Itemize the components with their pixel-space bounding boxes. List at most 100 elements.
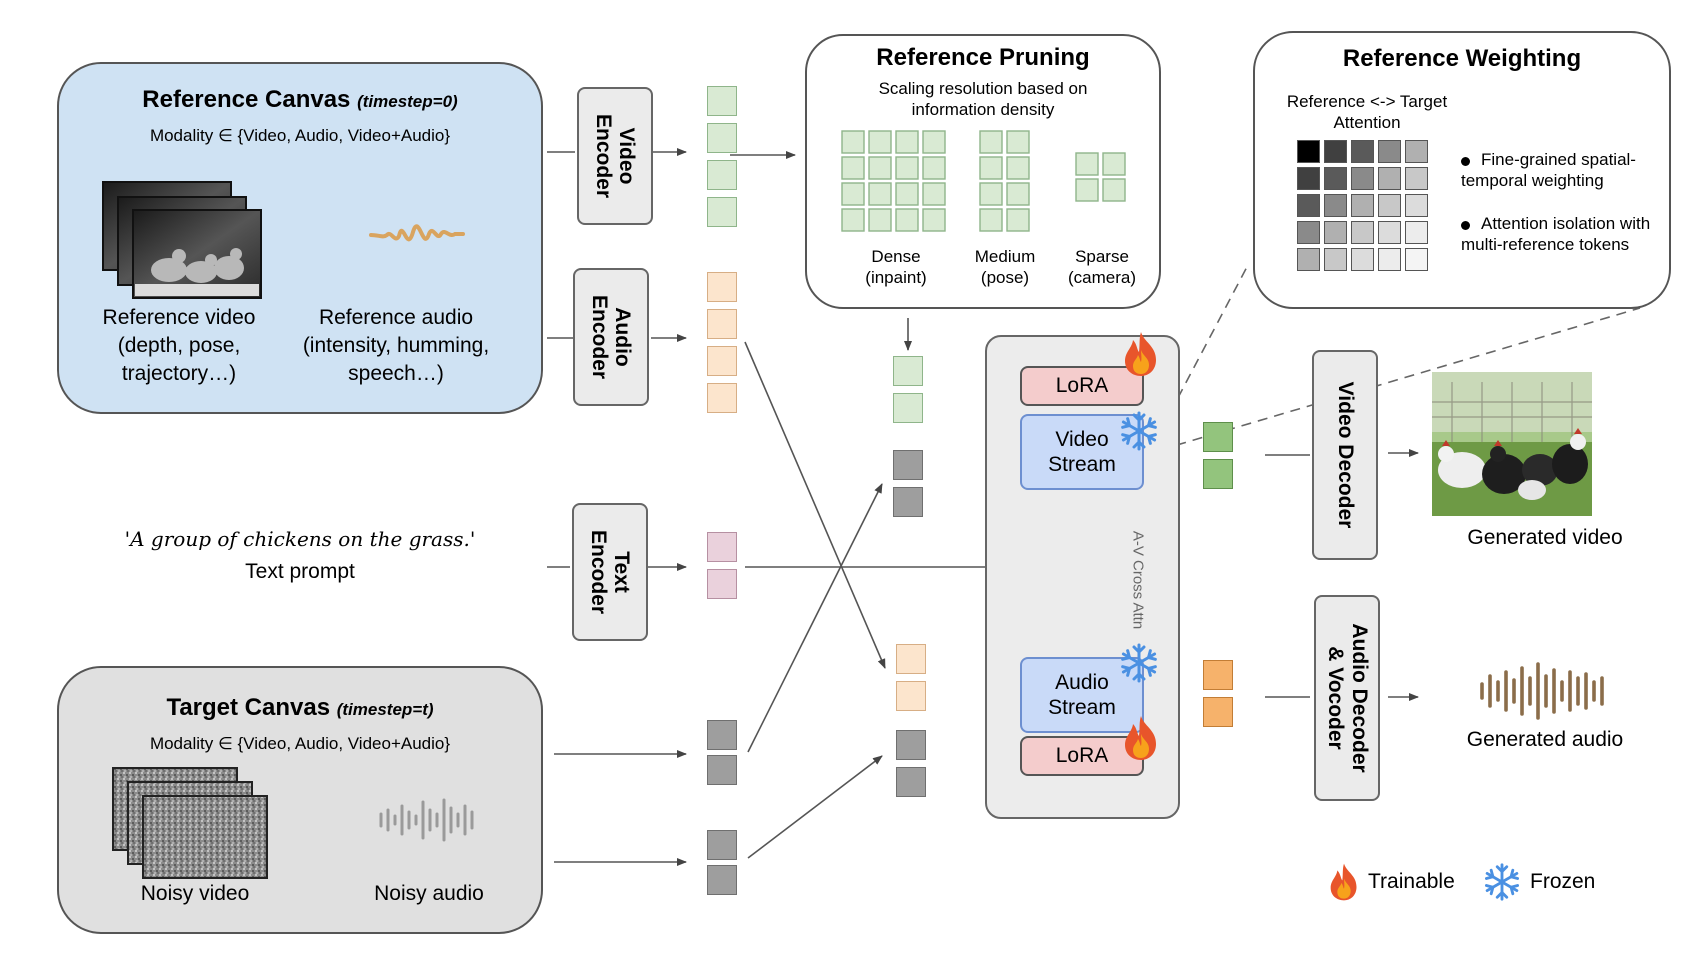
target-canvas-title-text: Target Canvas bbox=[166, 694, 331, 721]
attention-weight-cell bbox=[1405, 194, 1428, 217]
attention-weight-cell bbox=[1297, 221, 1320, 244]
attention-weight-cell bbox=[1351, 221, 1374, 244]
text-encoder-label: Text Encoder bbox=[587, 529, 633, 615]
audio-token bbox=[707, 309, 737, 339]
attention-weight-cell bbox=[1297, 140, 1320, 163]
noise-token bbox=[896, 767, 926, 797]
snowflake-icon bbox=[1483, 863, 1521, 901]
weighting-bullet-2: Attention isolation with multi-reference… bbox=[1461, 214, 1651, 254]
attention-weight-cell bbox=[1378, 194, 1401, 217]
generated-video-thumbnail bbox=[1432, 372, 1592, 516]
audio-token bbox=[896, 644, 926, 674]
medium-token-grid bbox=[979, 130, 1031, 234]
audio-output-token bbox=[1203, 660, 1233, 690]
reference-video-caption: Reference video (depth, pose, trajectory… bbox=[102, 306, 256, 385]
sparse-token-grid bbox=[1075, 152, 1127, 204]
video-encoder: Video Encoder bbox=[577, 87, 653, 225]
noisy-audio-caption: Noisy audio bbox=[374, 882, 484, 905]
attention-weight-cell bbox=[1324, 194, 1347, 217]
attention-weight-cell bbox=[1351, 140, 1374, 163]
attention-weight-cell bbox=[1297, 167, 1320, 190]
attention-weight-cell bbox=[1297, 248, 1320, 271]
sparse-label: Sparse (camera) bbox=[1067, 247, 1136, 287]
audio-token bbox=[707, 346, 737, 376]
snowflake-icon bbox=[1119, 643, 1159, 683]
dense-label: Dense (inpaint) bbox=[865, 247, 927, 287]
reference-canvas-title: Reference Canvas (timestep=0) bbox=[59, 86, 541, 114]
attention-weight-cell bbox=[1378, 221, 1401, 244]
fire-icon bbox=[1125, 716, 1156, 760]
text-prompt-caption: Text prompt bbox=[245, 560, 355, 583]
audio-token bbox=[707, 383, 737, 413]
video-decoder: Video Decoder bbox=[1312, 350, 1378, 560]
attention-weight-cell bbox=[1405, 140, 1428, 163]
attention-weight-cell bbox=[1324, 248, 1347, 271]
reference-weighting-panel: Reference Weighting Reference <-> Target… bbox=[1253, 31, 1671, 309]
noise-token bbox=[707, 755, 737, 785]
reference-canvas-panel: Reference Canvas (timestep=0) Modality ∈… bbox=[57, 62, 543, 414]
noisy-video-caption: Noisy video bbox=[140, 882, 250, 905]
video-token bbox=[893, 356, 923, 386]
reference-audio-caption: Reference audio (intensity, humming, spe… bbox=[302, 306, 490, 385]
generated-audio-caption: Generated audio bbox=[1466, 728, 1624, 751]
cross-attn-text: A-V Cross Attn bbox=[1129, 530, 1147, 630]
attention-weight-cell bbox=[1351, 194, 1374, 217]
noisy-audio-waveform-icon bbox=[379, 798, 474, 842]
target-canvas-panel: Target Canvas (timestep=t) Modality ∈ {V… bbox=[57, 666, 543, 934]
attention-weight-cell bbox=[1351, 248, 1374, 271]
noisy-video-frames bbox=[112, 767, 268, 879]
noise-token bbox=[893, 487, 923, 517]
attention-weight-cell bbox=[1324, 167, 1347, 190]
video-output-token bbox=[1203, 459, 1233, 489]
target-canvas-title: Target Canvas (timestep=t) bbox=[59, 694, 541, 722]
attention-weight-cell bbox=[1378, 167, 1401, 190]
attention-weight-cell bbox=[1351, 167, 1374, 190]
target-canvas-timestep: (timestep=t) bbox=[336, 700, 434, 719]
lora-top: LoRA bbox=[1020, 366, 1144, 406]
legend-frozen-label: Frozen bbox=[1530, 870, 1596, 893]
cross-attn-label: A-V Cross Attn bbox=[1128, 515, 1148, 645]
generated-video-caption: Generated video bbox=[1467, 526, 1623, 549]
lora-bottom: LoRA bbox=[1020, 736, 1144, 776]
video-token bbox=[707, 197, 737, 227]
reference-weighting-title: Reference Weighting bbox=[1342, 45, 1582, 72]
attention-weight-cell bbox=[1405, 167, 1428, 190]
text-prompt-quote: 'A group of chickens on the grass.' bbox=[124, 527, 476, 551]
video-output-token bbox=[1203, 422, 1233, 452]
fire-icon bbox=[1330, 863, 1357, 901]
dense-token-grid bbox=[841, 130, 951, 234]
reference-canvas-modality: Modality ∈ {Video, Audio, Video+Audio} bbox=[149, 126, 451, 145]
audio-output-token bbox=[1203, 697, 1233, 727]
text-token bbox=[707, 532, 737, 562]
noise-token bbox=[707, 830, 737, 860]
attention-weight-grid bbox=[1297, 140, 1447, 290]
video-decoder-label: Video Decoder bbox=[1334, 381, 1357, 529]
legend: Trainable Frozen bbox=[1326, 860, 1656, 904]
attention-weight-cell bbox=[1378, 248, 1401, 271]
target-canvas-modality: Modality ∈ {Video, Audio, Video+Audio} bbox=[149, 734, 451, 753]
noise-token bbox=[707, 865, 737, 895]
reference-video-frames bbox=[102, 181, 262, 299]
snowflake-icon bbox=[1119, 411, 1159, 451]
reference-canvas-title-text: Reference Canvas bbox=[142, 86, 351, 113]
video-encoder-label: Video Encoder bbox=[592, 113, 638, 199]
bullet-dot bbox=[1461, 221, 1470, 230]
audio-encoder-label: Audio Encoder bbox=[588, 294, 634, 380]
attention-weight-cell bbox=[1405, 221, 1428, 244]
reference-canvas-timestep: (timestep=0) bbox=[357, 92, 458, 111]
medium-label: Medium (pose) bbox=[974, 247, 1036, 287]
reference-audio-waveform-icon bbox=[369, 224, 465, 242]
video-token bbox=[707, 123, 737, 153]
text-encoder: Text Encoder bbox=[572, 503, 648, 641]
reference-pruning-subtitle: Scaling resolution based on information … bbox=[878, 79, 1088, 119]
audio-encoder: Audio Encoder bbox=[573, 268, 649, 406]
noise-token bbox=[893, 450, 923, 480]
video-token bbox=[893, 393, 923, 423]
noise-token bbox=[896, 730, 926, 760]
fire-icon bbox=[1125, 332, 1156, 376]
weighting-bullet-1: Fine-grained spatial- temporal weighting bbox=[1461, 150, 1636, 190]
attention-weight-cell bbox=[1378, 140, 1401, 163]
attention-weight-cell bbox=[1297, 194, 1320, 217]
text-token bbox=[707, 569, 737, 599]
